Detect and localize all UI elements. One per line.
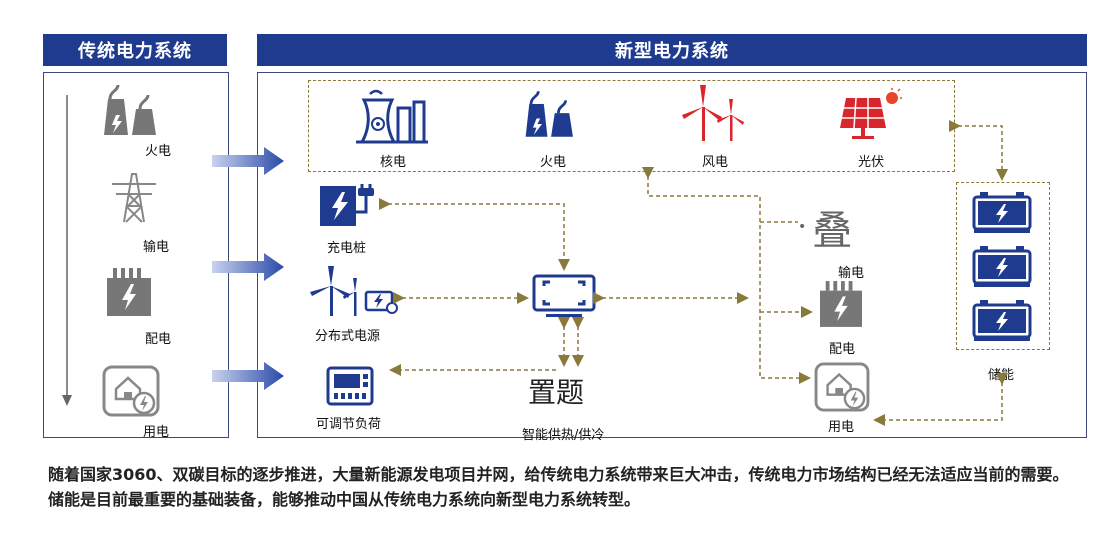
wind-turbine-icon	[682, 85, 744, 141]
gen-label-thermal: 火电	[540, 155, 567, 170]
left-label-distribution: 配电	[145, 332, 172, 347]
smart-heating-label: 智能供热/供冷	[522, 428, 605, 443]
transition-arrow-2	[212, 253, 284, 281]
home-power-icon	[102, 365, 160, 417]
charging-pile-icon	[320, 184, 374, 226]
gen-label-nuclear: 核电	[380, 155, 407, 170]
left-label-thermal: 火电	[145, 144, 172, 159]
gen-label-solar: 光伏	[858, 155, 885, 170]
storage-box	[956, 182, 1050, 350]
home-power-right-icon	[814, 362, 870, 412]
placeholder-glyph: 置题	[528, 376, 585, 409]
battery-icon-3	[972, 300, 1032, 341]
transmission-label: 输电	[838, 266, 865, 281]
thermal-plant-blue-icon	[525, 91, 573, 137]
left-label-consumption: 用电	[143, 425, 170, 440]
solar-panel-icon	[840, 88, 902, 139]
consumption-label: 用电	[828, 420, 855, 435]
left-panel-title: 传统电力系统	[43, 34, 227, 66]
adjustable-load-icon	[326, 366, 374, 406]
gen-label-wind: 风电	[702, 155, 729, 170]
thermal-plant-icon	[104, 84, 156, 135]
distributed-power-label: 分布式电源	[315, 329, 381, 344]
stacking-glyph-text: 叠	[812, 208, 853, 254]
transformer-right-icon	[820, 281, 862, 327]
transition-arrow-1	[212, 147, 284, 175]
charging-pile-label: 充电桩	[327, 241, 367, 256]
left-panel	[43, 72, 229, 438]
nuclear-plant-icon	[356, 89, 428, 144]
left-label-transmission: 输电	[143, 240, 170, 255]
right-panel	[257, 72, 1087, 438]
distribution-label: 配电	[829, 342, 856, 357]
battery-icon-1	[972, 192, 1032, 233]
right-panel-title: 新型电力系统	[257, 34, 1087, 66]
transformer-icon	[107, 268, 151, 316]
caption-text: 随着国家3060、双碳目标的逐步推进，大量新能源发电项目并网，给传统电力系统带来…	[48, 465, 1069, 509]
transmission-tower-icon	[112, 173, 156, 223]
distributed-power-icon	[310, 266, 398, 316]
left-flow-arrow	[62, 95, 72, 406]
battery-icon-2	[972, 246, 1032, 287]
transition-arrow-3	[212, 362, 284, 390]
adjustable-load-label: 可调节负荷	[316, 417, 382, 432]
